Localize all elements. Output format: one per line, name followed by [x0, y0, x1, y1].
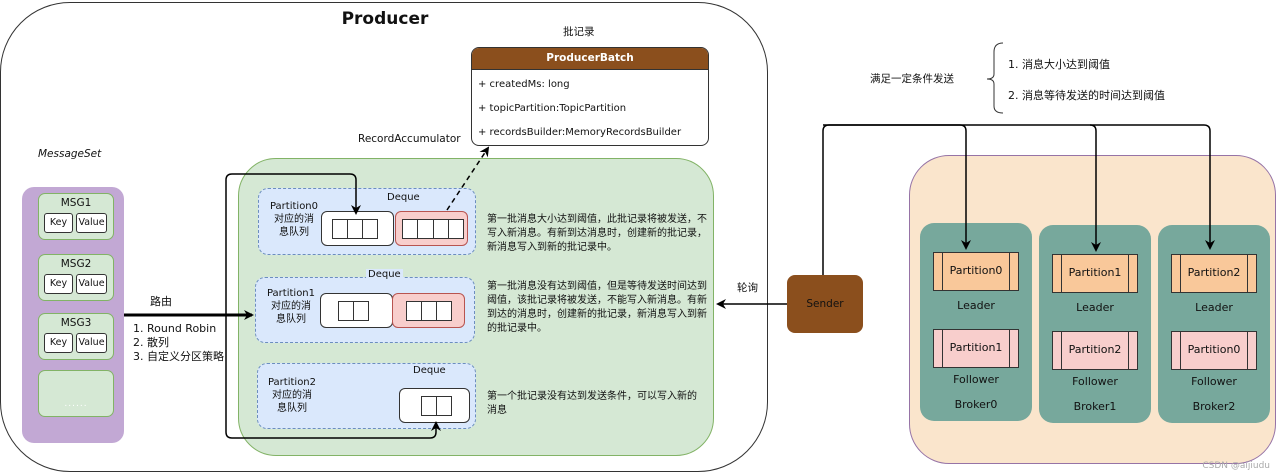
routing-strategies: 1. Round Robin 2. 散列 3. 自定义分区策略: [133, 322, 224, 364]
partition-name: Partition1: [266, 288, 316, 299]
producer-batch-field: + topicPartition:TopicPartition: [478, 103, 627, 114]
producer-batch-field: + recordsBuilder:MemoryRecordsBuilder: [478, 127, 682, 138]
partition-queue-text: 息队列: [279, 227, 309, 238]
watermark: CSDN @aijiudu: [1202, 461, 1270, 471]
routing-strategy: 3. 自定义分区策略: [133, 350, 224, 363]
follower-role-label: Follower: [953, 373, 999, 386]
producer-batch-field: + createdMs: long: [478, 79, 570, 90]
leader-partition: Partition0: [933, 252, 1019, 291]
message-value: Value: [76, 274, 107, 294]
leader-partition: Partition1: [1052, 254, 1138, 293]
leader-role-label: Leader: [1195, 301, 1233, 314]
batch-open: [321, 211, 394, 246]
partition1-description: 第一批消息没有达到阈值，但是等待发送时间达到阈值，该批记录将被发送，不能写入新消…: [487, 281, 707, 334]
partition0-queue: Partition0 对应的消 息队列 Deque: [258, 188, 476, 255]
deque-label: Deque: [366, 269, 403, 280]
routing-strategy: 2. 散列: [133, 336, 169, 349]
message-key: Key: [44, 333, 73, 353]
message-msg3[interactable]: MSG3 Key Value: [38, 313, 114, 360]
batch-open: [320, 293, 393, 328]
message-key: Key: [44, 213, 73, 233]
leader-role-label: Leader: [957, 299, 995, 312]
partition-queue-text: 对应的消: [274, 214, 314, 225]
send-conditions-label: 满足一定条件发送: [870, 73, 954, 85]
follower-role-label: Follower: [1191, 375, 1237, 388]
sender-box[interactable]: Sender: [787, 275, 863, 333]
message-msg2[interactable]: MSG2 Key Value: [38, 254, 114, 301]
batch-full: [392, 293, 465, 328]
partition2-description: 第一个批记录没有达到发送条件，可以写入新的消息: [487, 391, 697, 416]
send-condition: 1. 消息大小达到阈值: [1008, 58, 1110, 71]
broker2[interactable]: Partition2 Leader Partition0 Follower Br…: [1158, 225, 1270, 423]
message-msg1[interactable]: MSG1 Key Value: [38, 193, 114, 240]
record-accumulator-label: RecordAccumulator: [358, 133, 461, 145]
kafka-cluster: Partition0 Leader Partition1 Follower Br…: [909, 155, 1276, 464]
partition2-queue: Partition2 对应的消 息队列 Deque: [257, 363, 476, 429]
partition-queue-label: Partition1 对应的消 息队列: [260, 287, 322, 326]
message-key: Key: [44, 274, 73, 294]
follower-partition: Partition0: [1171, 331, 1257, 370]
producer-batch-class: ProducerBatch + createdMs: long + topicP…: [471, 47, 709, 146]
batch-full: [395, 211, 468, 246]
producer-container: [0, 2, 768, 472]
send-condition: 2. 消息等待发送的时间达到阈值: [1008, 89, 1165, 102]
broker1[interactable]: Partition1 Leader Partition2 Follower Br…: [1039, 225, 1151, 423]
message-set-label: MessageSet: [38, 148, 102, 160]
broker0[interactable]: Partition0 Leader Partition1 Follower Br…: [920, 223, 1032, 421]
message-title: MSG3: [60, 317, 92, 329]
producer-batch-caption: 批记录: [563, 26, 595, 38]
partition-queue-label: Partition2 对应的消 息队列: [261, 376, 323, 415]
message-more: ......: [38, 370, 114, 417]
follower-partition: Partition1: [933, 329, 1019, 368]
poll-label: 轮询: [737, 282, 758, 294]
broker-name: Broker1: [1073, 400, 1117, 413]
routing-strategy: 1. Round Robin: [133, 322, 217, 335]
message-title: MSG2: [60, 258, 92, 270]
partition-queue-label: Partition0 对应的消 息队列: [263, 200, 325, 239]
producer-batch-header: ProducerBatch: [472, 48, 708, 70]
partition0-description: 第一批消息大小达到阈值，此批记录将被发送，不写入新消息。有新到达消息时，创建新的…: [487, 214, 707, 253]
producer-title: Producer: [341, 9, 429, 29]
partition-queue-text: 息队列: [276, 314, 306, 325]
message-value: Value: [76, 213, 107, 233]
partition1-queue: Partition1 对应的消 息队列 Deque: [255, 269, 475, 343]
message-title: MSG1: [60, 197, 92, 209]
partition-queue-text: 对应的消: [272, 390, 312, 401]
more-messages-ellipsis: ......: [64, 399, 88, 409]
partition-queue-text: 息队列: [277, 403, 307, 414]
leader-role-label: Leader: [1076, 301, 1114, 314]
message-set: MSG1 Key Value MSG2 Key Value MSG3 Key V…: [22, 187, 124, 443]
broker-name: Broker2: [1192, 400, 1236, 413]
message-value: Value: [76, 333, 107, 353]
follower-partition: Partition2: [1052, 331, 1138, 370]
partition-name: Partition0: [269, 201, 319, 212]
broker-name: Broker0: [954, 398, 998, 411]
conditions-brace: [986, 42, 1004, 114]
follower-role-label: Follower: [1072, 375, 1118, 388]
deque-label: Deque: [387, 192, 420, 203]
deque-label: Deque: [413, 365, 446, 376]
batch-open: [399, 388, 470, 423]
leader-partition: Partition2: [1171, 254, 1257, 293]
partition-name: Partition2: [267, 377, 317, 388]
routing-label: 路由: [150, 295, 172, 308]
partition-queue-text: 对应的消: [271, 301, 311, 312]
